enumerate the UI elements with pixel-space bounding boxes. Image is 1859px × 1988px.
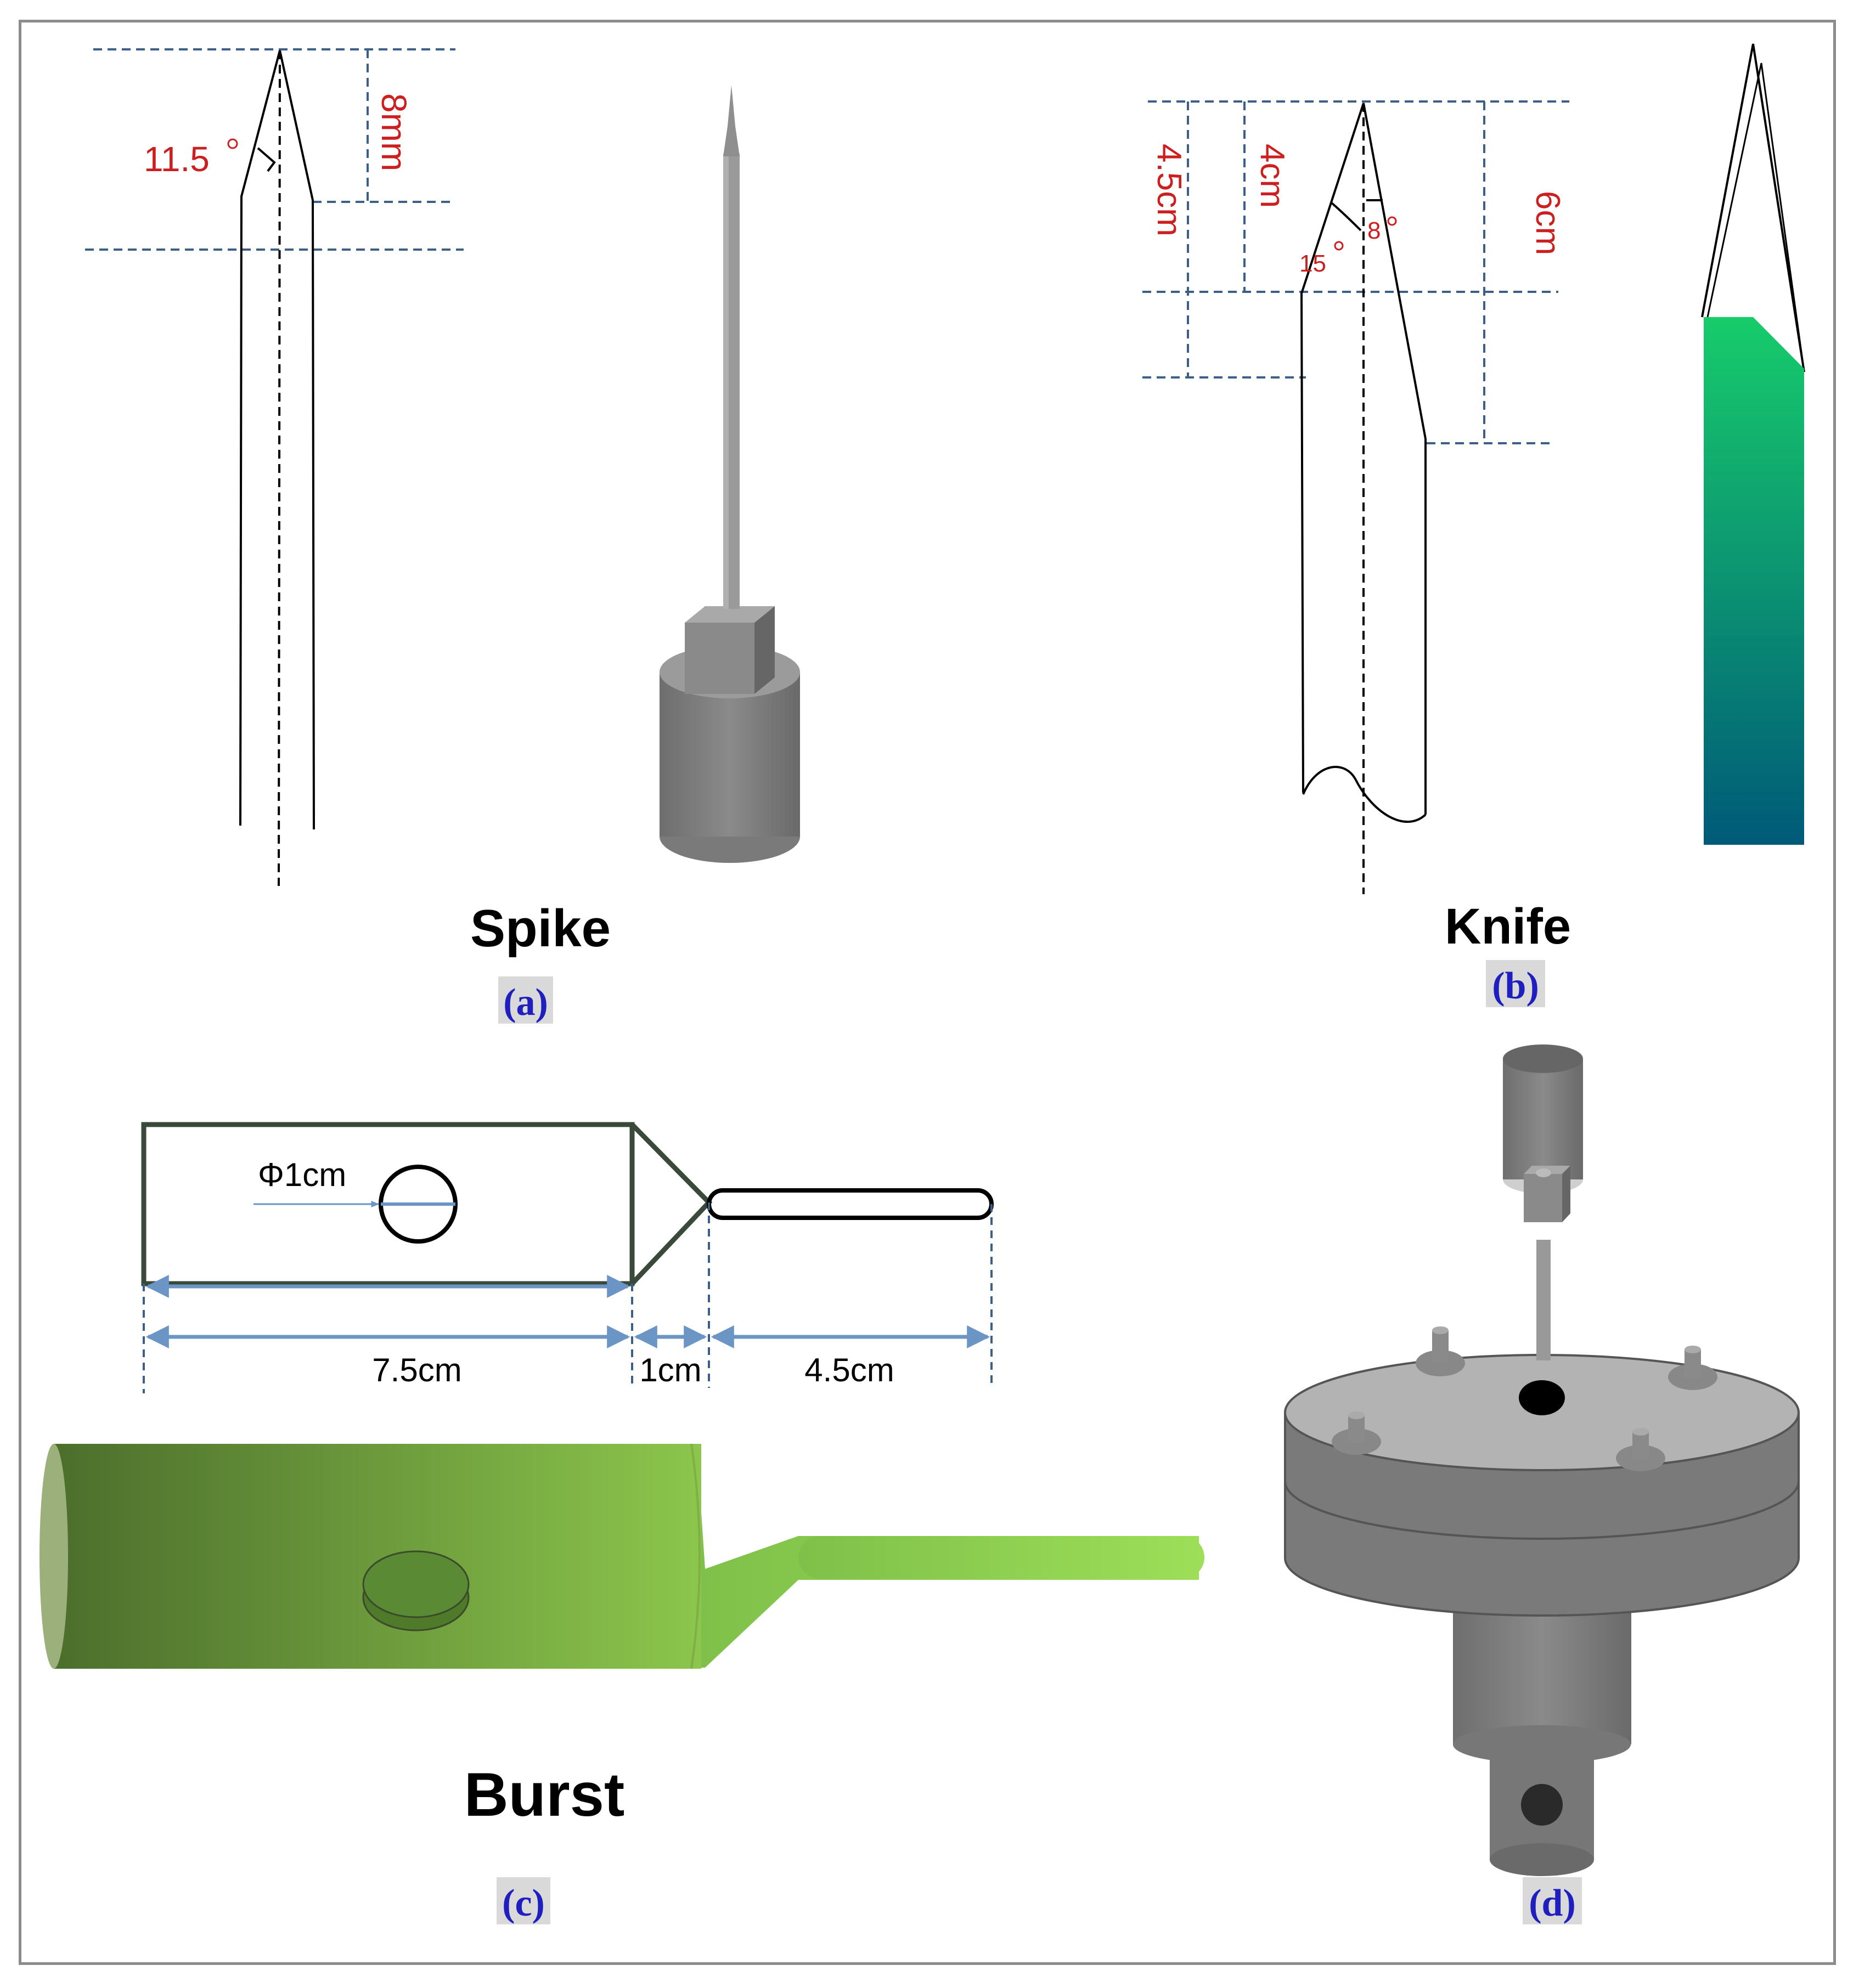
- knife-angle-inner-degree: [1387, 216, 1397, 226]
- knife-outline-drawing: [1300, 103, 1427, 894]
- knife-inner-height-label: 4cm: [1253, 144, 1291, 208]
- burst-dimension-guides: [143, 1202, 993, 1393]
- panel-c-tag: (c): [502, 1882, 545, 1924]
- knife-angle-outer-label: 15: [1299, 250, 1326, 277]
- panel-c-burst: Φ1cm 7.5cm 1cm 4.5cm Burst (c): [40, 1122, 1204, 1924]
- panel-b-tag: (b): [1492, 965, 1539, 1007]
- burst-rod-length-label: 4.5cm: [804, 1352, 894, 1388]
- knife-title: Knife: [1445, 899, 1571, 955]
- spike-degree-symbol: [227, 138, 238, 149]
- burst-title: Burst: [464, 1760, 624, 1829]
- panel-a-tag-bg: [498, 976, 553, 1024]
- burst-3d-model: [40, 1443, 1204, 1669]
- burst-dimension-arrows: [145, 1275, 990, 1348]
- panel-a-tag: (a): [503, 981, 548, 1024]
- burst-hole-diameter-label: Φ1cm: [258, 1156, 346, 1193]
- knife-angle-inner-label: 8: [1367, 217, 1381, 244]
- assembly-bolts: [1332, 1326, 1717, 1471]
- panel-c-tag-bg: [497, 1877, 550, 1924]
- knife-outer-height-label: 4.5cm: [1150, 144, 1188, 236]
- knife-right-height-label: 6cm: [1529, 191, 1567, 255]
- spike-3d-model: [660, 85, 800, 863]
- panel-b-knife: 4.5cm 4cm 6cm 15 8 Knife (b): [1142, 43, 1805, 1007]
- burst-rod-outline: [707, 1188, 994, 1220]
- spike-angle-label: 11.5: [144, 139, 210, 179]
- panel-d-assembly: (d): [1284, 1044, 1800, 1924]
- panel-a-spike: 11.5 8mm Spike (a): [85, 48, 800, 1024]
- knife-3d-model: [1701, 43, 1805, 845]
- burst-body-length-label: 7.5cm: [372, 1352, 461, 1388]
- knife-angle-outer-degree: [1334, 241, 1344, 251]
- panel-d-tag: (d): [1529, 1882, 1576, 1924]
- panel-b-tag-bg: [1486, 960, 1545, 1007]
- spike-title: Spike: [470, 899, 611, 958]
- spike-length-label: 8mm: [374, 93, 414, 171]
- panel-d-tag-bg: [1523, 1877, 1582, 1924]
- burst-taper-length-label: 1cm: [639, 1352, 701, 1388]
- spike-dimension-lines: [85, 48, 464, 251]
- knife-dimension-lines: [1142, 100, 1569, 444]
- spike-outline-drawing: [239, 50, 315, 886]
- figure-frame: [19, 20, 1836, 1965]
